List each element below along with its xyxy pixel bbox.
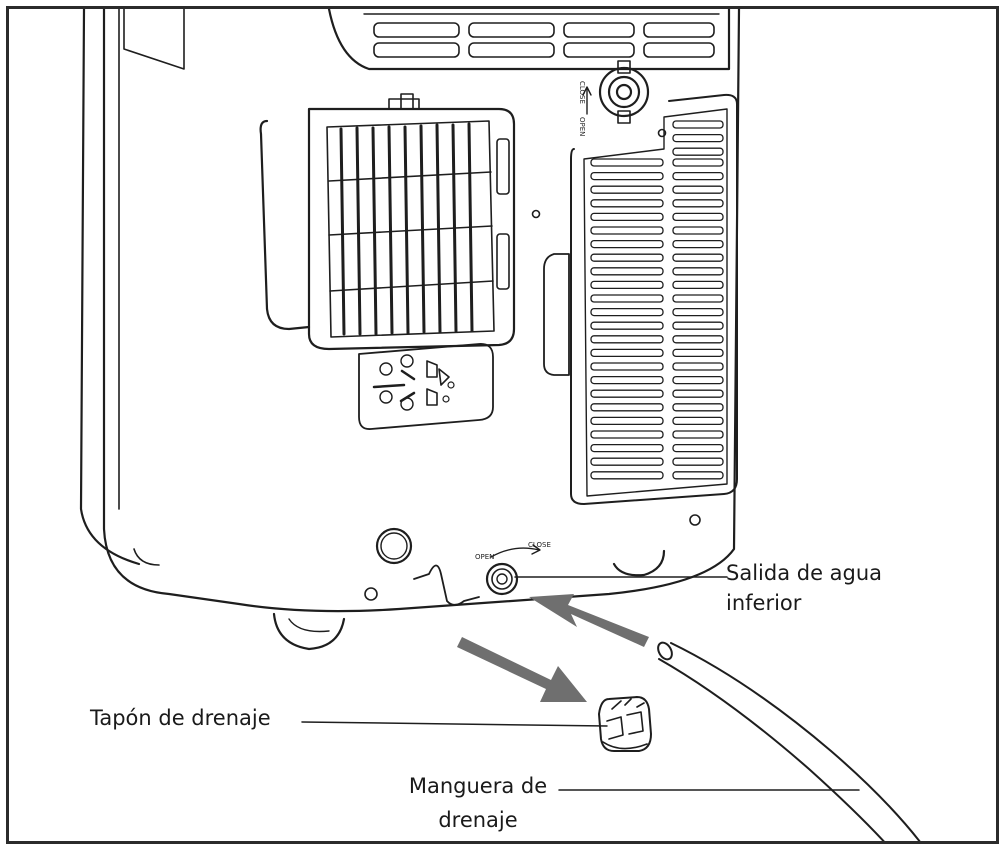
- leader-plug: [301, 721, 608, 727]
- grille-slot: [672, 321, 724, 330]
- grille-slot: [590, 430, 664, 439]
- grille-slot: [590, 212, 664, 222]
- arrow-hose-insertion: [529, 594, 649, 647]
- grille-slot: [590, 267, 664, 276]
- grille-slot: [672, 133, 724, 143]
- grille-slot: [672, 430, 724, 439]
- grille-slot: [590, 280, 664, 290]
- grille-slot: [672, 307, 724, 317]
- label-lower-water-outlet: Salida de agua inferior: [726, 558, 882, 618]
- grille-slot: [672, 212, 724, 222]
- grille-slot: [672, 280, 724, 290]
- grille-slot: [672, 457, 724, 466]
- grille-slot: [672, 362, 724, 371]
- grille-slot: [672, 403, 724, 412]
- grille-slot: [672, 389, 724, 398]
- grille-slot: [590, 457, 664, 466]
- grille-slot: [672, 443, 724, 453]
- label-drain-plug: Tapón de drenaje: [90, 706, 271, 730]
- label-outlet-line-1: Salida de agua: [726, 561, 883, 585]
- grille-slot: [672, 416, 724, 426]
- grille-slot: [590, 171, 664, 181]
- drain-hose: [657, 641, 921, 841]
- grille-slot: [590, 362, 664, 371]
- side-intake-grille: [570, 93, 738, 505]
- grille-slot: [672, 267, 724, 276]
- grille-slot: [672, 199, 724, 208]
- grille-slot: [590, 335, 664, 344]
- grille-slot: [672, 471, 724, 480]
- grille-slot: [590, 294, 664, 303]
- grille-slot: [672, 348, 724, 358]
- leader-lines: [301, 576, 860, 791]
- air-filter-panel: [259, 93, 516, 351]
- arrow-plug-removal: [457, 637, 587, 702]
- grille-slot: [590, 375, 664, 385]
- grille-slot: [590, 253, 664, 262]
- power-socket-panel: [358, 343, 494, 430]
- top-exhaust-grille: [327, 9, 731, 71]
- grille-slot: [590, 471, 664, 480]
- air-conditioner-rear-illustration: CLOSE OPEN: [79, 9, 921, 841]
- grille-slot: [590, 185, 664, 194]
- grille-slot: [590, 403, 664, 412]
- grille-slot: [672, 171, 724, 181]
- lower-valve-close-mark: CLOSE: [528, 541, 551, 549]
- grille-slot: [590, 416, 664, 426]
- grille-slot: [590, 443, 664, 453]
- grille-slot: [590, 239, 664, 249]
- grille-slot: [590, 321, 664, 330]
- grille-slot: [672, 253, 724, 262]
- grille-slot: [672, 335, 724, 344]
- diagram-frame: CLOSE OPEN: [6, 6, 999, 844]
- label-drain-hose: Manguera de drenaje: [393, 771, 563, 835]
- lower-valve-open-mark: OPEN: [475, 553, 494, 561]
- grille-slot: [672, 375, 724, 385]
- base-notch: [413, 564, 480, 606]
- lower-round-port: [375, 527, 413, 565]
- screw-top-right: [657, 128, 667, 138]
- label-outlet-line-2: inferior: [726, 591, 802, 615]
- grille-slot: [672, 294, 724, 303]
- grille-slot: [672, 147, 724, 156]
- grille-slot: [590, 389, 664, 398]
- label-hose-line-2: drenaje: [438, 808, 518, 832]
- upper-drain-valve: [582, 60, 650, 124]
- grille-slot: [672, 239, 724, 249]
- grille-slot: [672, 120, 724, 129]
- label-hose-line-1: Manguera de: [408, 774, 548, 798]
- screw-bottom-left: [364, 587, 378, 601]
- grille-slot: [672, 158, 724, 167]
- side-recess: [543, 253, 570, 376]
- grille-slot: [590, 158, 664, 167]
- upper-valve-open-mark: OPEN: [578, 117, 586, 136]
- grille-slot: [590, 307, 664, 317]
- drain-plug: [598, 696, 652, 752]
- grille-slot: [672, 185, 724, 194]
- grille-slot: [672, 226, 724, 235]
- grille-slot: [590, 226, 664, 235]
- grille-slot: [590, 199, 664, 208]
- screw-bottom-right: [689, 514, 701, 526]
- upper-valve-close-mark: CLOSE: [578, 81, 586, 104]
- lower-drain-outlet: [485, 544, 541, 596]
- grille-slot: [590, 348, 664, 358]
- screw-mid: [531, 209, 541, 219]
